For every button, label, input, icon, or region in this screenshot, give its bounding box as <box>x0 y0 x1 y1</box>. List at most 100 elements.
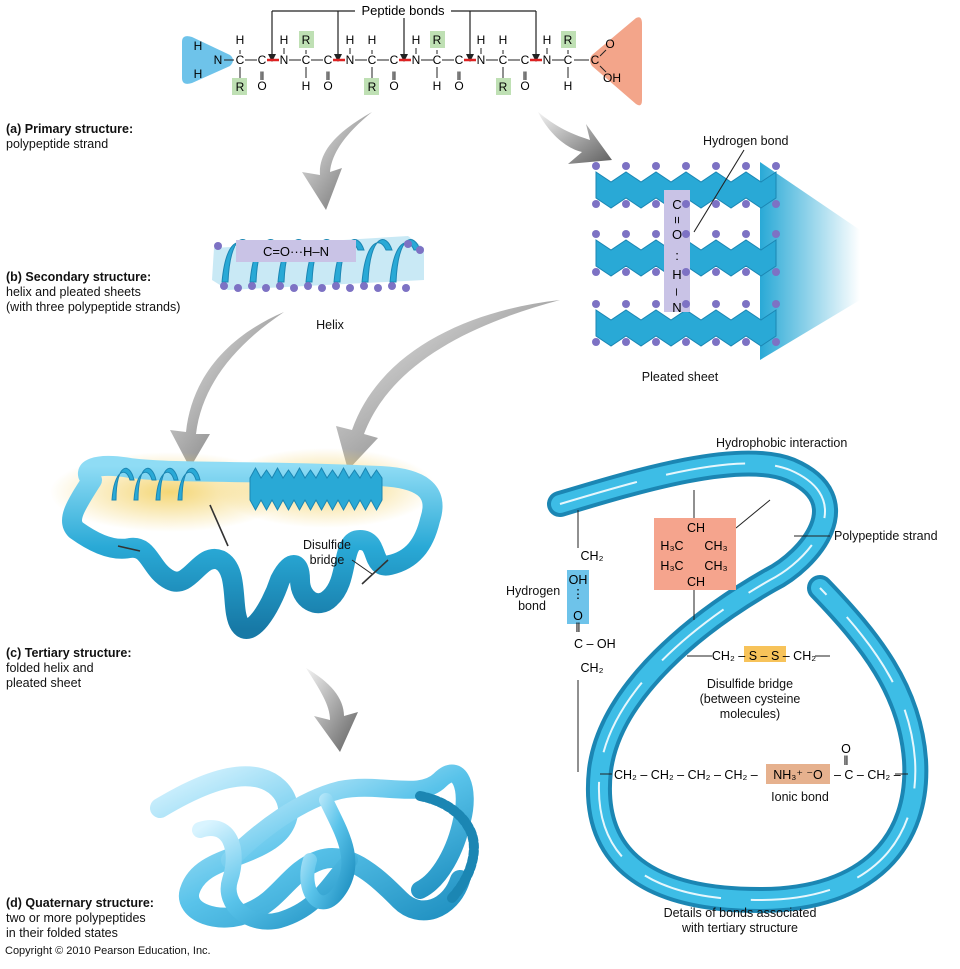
sheet-atom <box>682 268 690 276</box>
detail-connector-lines <box>577 490 908 775</box>
sheet-atom <box>712 200 720 208</box>
detail-hydrophobic-box <box>654 518 736 590</box>
chain-amide-h: H <box>412 33 421 47</box>
chain-alpha-h: H <box>564 79 573 93</box>
sheet-atom <box>652 230 660 238</box>
detail-disulfide-line2: (between cysteine <box>699 692 801 706</box>
chain-terminal-oh: OH <box>603 71 621 85</box>
chain-carbonyl-c: C <box>324 53 333 67</box>
hp-ch3-top: CH₃ <box>704 539 727 553</box>
details-caption-line1: Details of bonds associated <box>663 906 817 920</box>
sheet-atom <box>622 230 630 238</box>
ionic-tail-text: – C – CH₂ – <box>834 768 901 782</box>
sheet-atom <box>712 338 720 346</box>
quaternary-title: (d) Quaternary structure: <box>6 896 154 910</box>
tertiary-structure <box>50 448 443 639</box>
helix-atom <box>346 284 354 292</box>
helix-atom <box>374 284 382 292</box>
amino-terminus-shape <box>182 36 233 84</box>
sheet-atom <box>592 200 600 208</box>
detail-hydrogen-bond-line1: Hydrogen <box>506 584 561 598</box>
chain-carbonyl-o: O <box>389 79 398 93</box>
hb-c-oh: C – OH <box>574 637 616 651</box>
chain-r-group: R <box>499 80 508 94</box>
sheet-atom <box>592 338 600 346</box>
chain-terminal-o: O <box>605 37 614 51</box>
chain-double-bond: ‖ <box>260 69 265 83</box>
tertiary-sheet-band <box>249 466 383 512</box>
sheet-bond-atom: : <box>675 248 679 263</box>
chain-carbonyl-c: C <box>258 53 267 67</box>
sheet-atom <box>742 230 750 238</box>
sheet-atom <box>592 162 600 170</box>
hb-ch2-top: CH₂ <box>581 549 604 563</box>
chain-alpha-c: C <box>302 53 311 67</box>
helix-atom <box>262 284 270 292</box>
chain-bond-diag <box>599 49 607 57</box>
quaternary-desc-line1: two or more polypeptides <box>6 911 146 925</box>
chain-alpha-c: C <box>499 53 508 67</box>
chain-double-bond: ‖ <box>326 69 331 83</box>
sheet-bond-atom: H <box>672 267 681 282</box>
transition-arrows <box>170 112 612 752</box>
detail-disulfide-box <box>744 646 786 662</box>
secondary-desc-line2: (with three polypeptide strands) <box>6 300 181 314</box>
chain-double-bond: ‖ <box>392 69 397 83</box>
chain-alpha-h: H <box>236 33 245 47</box>
sheet-atom <box>772 230 780 238</box>
sheet-atom <box>712 300 720 308</box>
sheet-atom <box>652 200 660 208</box>
primary-title: (a) Primary structure: <box>6 122 134 136</box>
chain-double-bond: ‖ <box>523 69 528 83</box>
helix-atom <box>276 282 284 290</box>
sheet-atom <box>772 200 780 208</box>
sheet-bond-atom: N <box>672 300 681 315</box>
sheet-atom <box>712 162 720 170</box>
tertiary-disulfide-label: Disulfide bridge <box>292 538 362 568</box>
ionic-pair-text: NH₃⁺ ⁻O <box>773 768 823 782</box>
tertiary-cross-links <box>117 504 389 585</box>
chain-r-group: R <box>302 33 311 47</box>
sheet-hydrogen-bond-atoms: C=O:H–N <box>670 197 685 315</box>
sheet-atom <box>652 338 660 346</box>
hb-o: O <box>573 609 583 623</box>
chain-amide-n: N <box>280 53 289 67</box>
hp-ch3-bottom: CH₃ <box>704 559 727 573</box>
chain-n-terminal: N <box>214 53 223 67</box>
sheet-atom <box>772 268 780 276</box>
chain-alpha-h: H <box>499 33 508 47</box>
sheet-atom <box>742 162 750 170</box>
ionic-chain-text: CH₂ – CH₂ – CH₂ – CH₂ – <box>614 768 758 782</box>
sheet-bond-atom: = <box>670 216 685 224</box>
tertiary-bond-details: CH₂ OH ⋮ O ‖ C – OH CH₂ CH H₃C CH₃ H₃C C… <box>547 450 929 914</box>
chain-h-n1: H <box>194 39 203 53</box>
chain-terminal-c: C <box>591 53 600 67</box>
arrow-primary-to-sheet <box>538 112 612 164</box>
secondary-desc-line1: helix and pleated sheets <box>6 285 141 299</box>
tertiary-desc-line2: pleated sheet <box>6 676 82 690</box>
helix-atom <box>388 282 396 290</box>
chain-alpha-h: H <box>302 79 311 93</box>
helix-atom <box>304 282 312 290</box>
sheet-atom <box>772 162 780 170</box>
chain-double-bond: ‖ <box>457 69 462 83</box>
detail-disulfide-line1: Disulfide bridge <box>706 677 794 691</box>
sheet-bond-atom: O <box>672 227 682 242</box>
sheet-hydrogen-bond-box <box>664 190 690 312</box>
tertiary-helix-turn <box>177 467 201 501</box>
quaternary-desc-line2: in their folded states <box>6 926 118 940</box>
detail-disulfide-line3: molecules) <box>719 707 781 721</box>
peptide-bonds-label: Peptide bonds <box>361 3 445 18</box>
helix-atom <box>416 246 424 254</box>
tertiary-helix-turn <box>133 467 157 501</box>
sheet-atom <box>682 200 690 208</box>
tertiary-helix-turn <box>111 467 135 501</box>
arrow-tertiary-to-quaternary <box>306 668 358 752</box>
chain-amide-h: H <box>543 33 552 47</box>
helix-atom <box>404 240 412 248</box>
sheet-atom <box>742 200 750 208</box>
chain-amide-n: N <box>477 53 486 67</box>
sheet-atom <box>742 338 750 346</box>
chain-h-n2: H <box>194 67 203 81</box>
